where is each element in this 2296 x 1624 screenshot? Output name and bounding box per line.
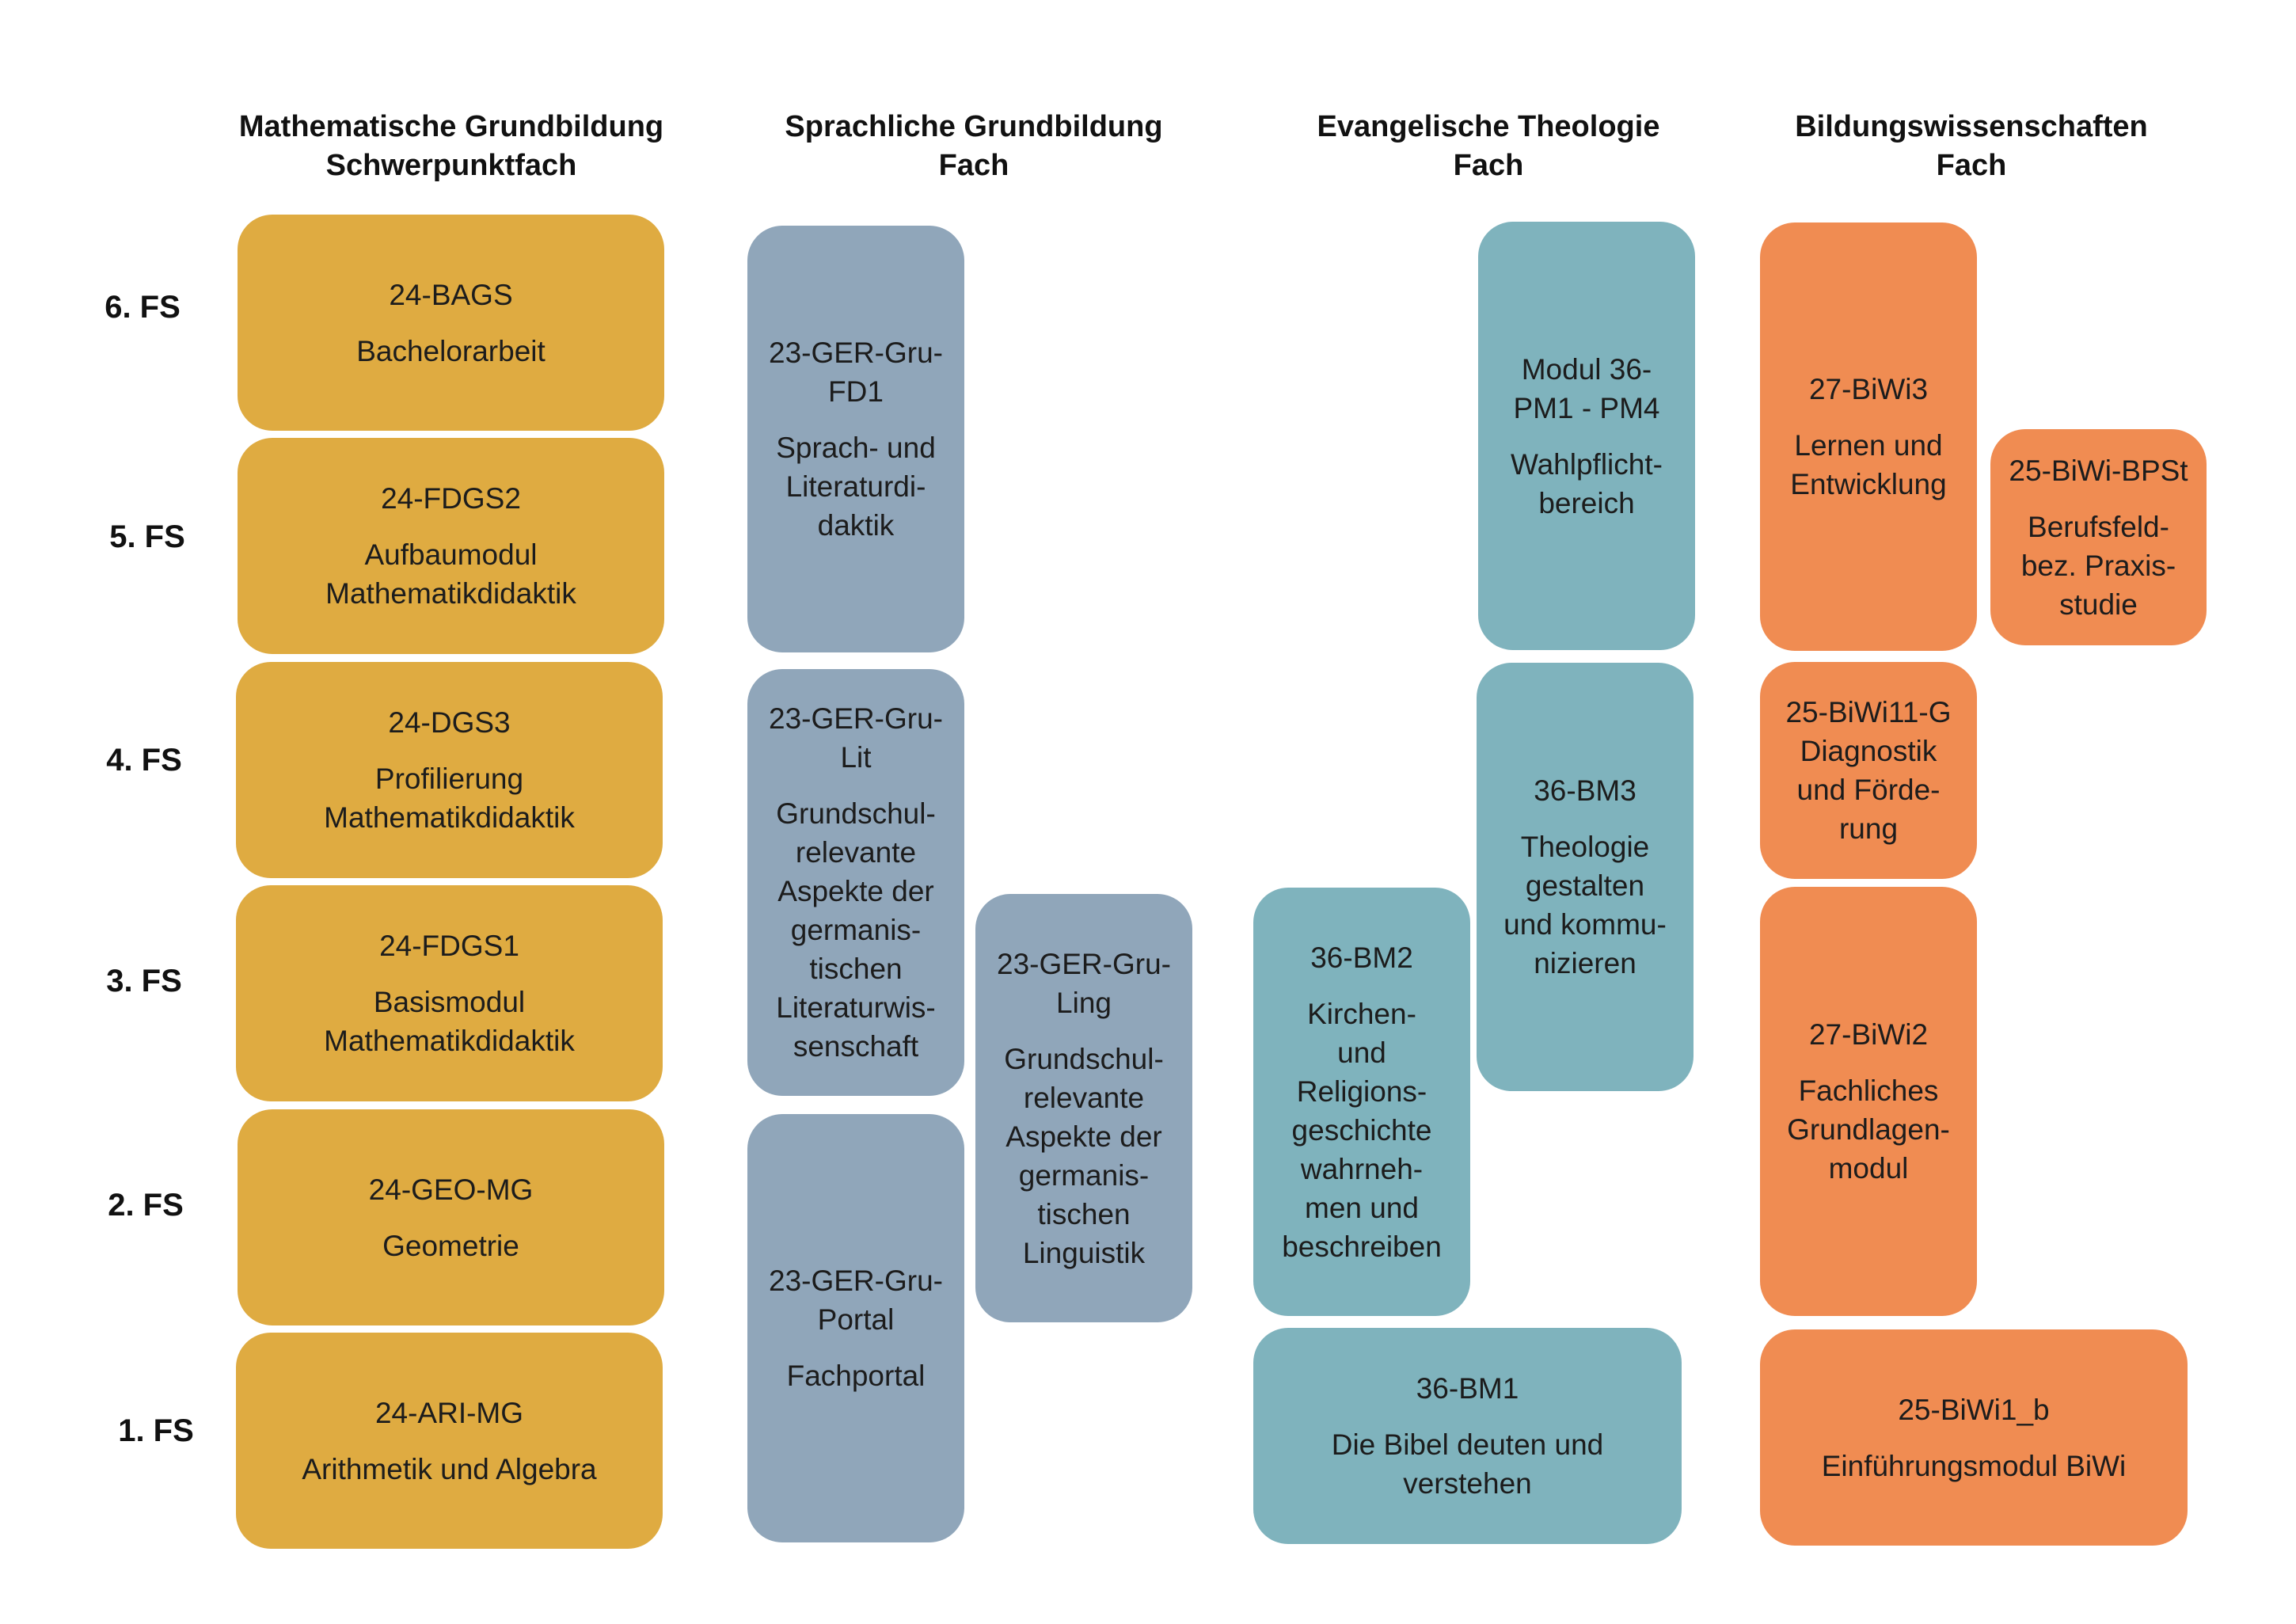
module-title: Theologie gestalten und kommu- nizieren (1503, 831, 1667, 979)
module-code: 27-BiWi2 (1808, 1018, 1929, 1051)
module-code: 24-FDGS2 (381, 482, 521, 515)
module-code: 23-GER-Gru- Ling (997, 947, 1171, 1019)
module-code: 23-GER-Gru- FD1 (769, 337, 943, 408)
module-code: 24-FDGS1 (379, 930, 519, 962)
module-title: Basismodul Mathematikdidaktik (324, 986, 575, 1057)
module-36-pm1-pm4: Modul 36- PM1 - PM4 Wahlpflicht- bereich (1478, 222, 1695, 650)
module-24-fdgs2: 24-FDGS2 Aufbaumodul Mathematikdidaktik (238, 438, 664, 654)
module-title: Bachelorarbeit (356, 334, 545, 367)
semester-label-1: 1. FS (118, 1413, 194, 1448)
module-code: 23-GER-Gru- Portal (769, 1265, 943, 1336)
module-title: Grundschul- relevante Aspekte der german… (776, 797, 936, 1063)
module-title: Berufsfeld- bez. Praxis- studie (2020, 510, 2176, 621)
column-header-bildungswissenschaften: Bildungswissenschaften Fach (1734, 108, 2209, 185)
module-code: 24-DGS3 (388, 706, 511, 739)
module-24-geo-mg: 24-GEO-MG Geometrie (238, 1109, 664, 1325)
module-code: 24-ARI-MG (374, 1396, 524, 1429)
module-title: Arithmetik und Algebra (302, 1452, 597, 1485)
module-title: Geometrie (382, 1229, 519, 1262)
column-header-subtitle: Fach (1936, 149, 2007, 182)
semester-label-5: 5. FS (109, 519, 185, 554)
module-title: Lernen und Entwicklung (1790, 429, 1947, 500)
module-title: Einführungsmodul BiWi (1821, 1449, 2127, 1482)
module-title: Fachportal (786, 1360, 926, 1392)
module-23-ger-gru-portal: 23-GER-Gru- Portal Fachportal (747, 1114, 964, 1542)
column-header-title: Evangelische Theologie (1317, 110, 1660, 143)
column-header-subtitle: Fach (1453, 149, 1524, 182)
module-23-ger-gru-fd1: 23-GER-Gru- FD1 Sprach- und Literaturdi-… (747, 226, 964, 652)
module-27-biwi3: 27-BiWi3 Lernen und Entwicklung (1760, 222, 1977, 651)
column-header-subtitle: Schwerpunktfach (325, 149, 577, 182)
column-header-mathematik: Mathematische Grundbildung Schwerpunktfa… (222, 108, 681, 185)
module-25-biwi11-g: 25-BiWi11-G Diagnostik und Förde- rung (1760, 662, 1977, 879)
column-header-subtitle: Fach (938, 149, 1009, 182)
module-code: 25-BiWi-BPSt (2009, 454, 2188, 487)
module-title: Grundschul- relevante Aspekte der german… (1004, 1042, 1164, 1269)
module-title: Profilierung Mathematikdidaktik (324, 763, 575, 834)
module-code: 24-BAGS (389, 278, 513, 311)
module-code: Modul 36- PM1 - PM4 (1513, 352, 1660, 424)
module-24-dgs3: 24-DGS3 Profilierung Mathematikdidaktik (236, 662, 663, 878)
module-code: 25-BiWi1_b (1898, 1393, 2050, 1426)
semester-label-2: 2. FS (108, 1188, 184, 1223)
module-title: Diagnostik und Förde- rung (1796, 735, 1941, 845)
module-25-biwi-bpst: 25-BiWi-BPSt Berufsfeld- bez. Praxis- st… (1990, 429, 2207, 645)
module-23-ger-gru-ling: 23-GER-Gru- Ling Grundschul- relevante A… (975, 894, 1192, 1322)
module-36-bm1: 36-BM1 Die Bibel deuten und verstehen (1253, 1328, 1682, 1544)
column-header-title: Sprachliche Grundbildung (785, 110, 1163, 143)
module-36-bm3: 36-BM3 Theologie gestalten und kommu- ni… (1477, 663, 1693, 1091)
module-title: Sprach- und Literaturdi- daktik (776, 432, 936, 542)
module-title: Fachliches Grundlagen- modul (1787, 1074, 1950, 1185)
module-code: 27-BiWi3 (1808, 373, 1929, 405)
module-24-ari-mg: 24-ARI-MG Arithmetik und Algebra (236, 1333, 663, 1549)
module-code: 36-BM2 (1310, 941, 1413, 974)
column-header-sprache: Sprachliche Grundbildung Fach (736, 108, 1211, 185)
column-header-theologie: Evangelische Theologie Fach (1251, 108, 1726, 185)
module-code: 36-BM1 (1416, 1372, 1519, 1405)
module-24-fdgs1: 24-FDGS1 Basismodul Mathematikdidaktik (236, 885, 663, 1101)
module-title: Kirchen- und Religions- geschichte wahrn… (1282, 997, 1442, 1263)
module-36-bm2: 36-BM2 Kirchen- und Religions- geschicht… (1253, 888, 1470, 1316)
module-27-biwi2: 27-BiWi2 Fachliches Grundlagen- modul (1760, 887, 1977, 1316)
module-code: 25-BiWi11-G (1785, 696, 1952, 728)
module-25-biwi1-b: 25-BiWi1_b Einführungsmodul BiWi (1760, 1329, 2188, 1546)
module-23-ger-gru-lit: 23-GER-Gru- Lit Grundschul- relevante As… (747, 669, 964, 1096)
module-title: Wahlpflicht- bereich (1511, 447, 1663, 519)
semester-label-3: 3. FS (106, 964, 182, 998)
module-24-bags: 24-BAGS Bachelorarbeit (238, 215, 664, 431)
column-header-title: Mathematische Grundbildung (238, 110, 664, 143)
semester-label-4: 4. FS (106, 743, 182, 778)
module-title: Die Bibel deuten und verstehen (1331, 1428, 1604, 1500)
module-code: 24-GEO-MG (368, 1173, 534, 1206)
module-code: 36-BM3 (1534, 774, 1636, 807)
column-header-title: Bildungswissenschaften (1795, 110, 2148, 143)
module-code: 23-GER-Gru- Lit (769, 702, 943, 774)
semester-label-6: 6. FS (105, 290, 181, 325)
module-title: Aufbaumodul Mathematikdidaktik (325, 538, 576, 610)
